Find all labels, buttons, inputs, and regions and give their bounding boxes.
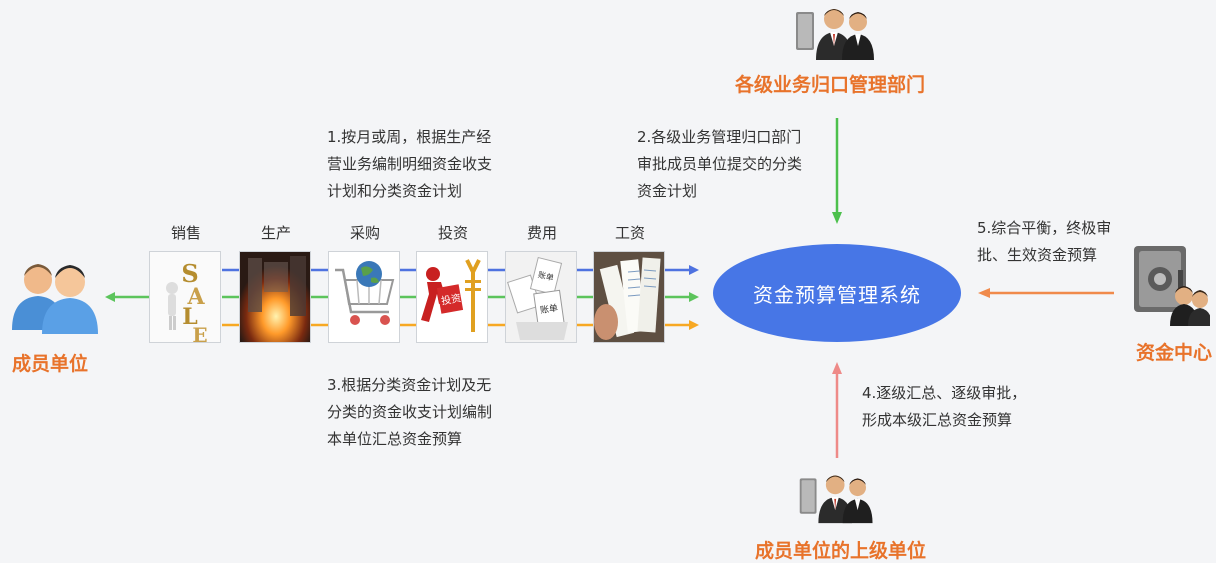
safe-with-people-icon [1134,246,1210,326]
step-2-line-1: 2.各级业务管理归口部门 [637,128,802,146]
step-1-line-3: 计划和分类资金计划 [327,182,463,200]
node-superior-label: 成员单位的上级单位 [755,540,927,562]
purchase-thumbnail [328,251,400,343]
node-fund-center-label: 资金中心 [1136,342,1213,364]
step-4-line-1: 4.逐级汇总、逐级审批， [862,384,1027,402]
node-dept-label: 各级业务归口管理部门 [735,74,926,96]
salary-thumbnail [593,251,665,343]
expense-thumbnail: 账单 账单 [505,251,577,343]
step-5-text: 5.综合平衡，终极审 批、生效资金预算 [977,215,1111,269]
step-4-text: 4.逐级汇总、逐级审批， 形成本级汇总资金预算 [862,380,1026,434]
investment-thumbnail: 投资 [416,251,488,343]
step-1-line-2: 营业务编制明细资金收支 [327,155,493,173]
investment-thumbnail-text: 投资 [440,291,462,307]
step-2-line-3: 资金计划 [637,182,698,200]
businessmen-icon-bottom [799,475,873,524]
category-label-expense: 费用 [526,224,557,242]
category-label-sales: 销售 [170,224,201,242]
step-2-line-2: 审批成员单位提交的分类 [637,155,803,173]
step-1-text: 1.按月或周，根据生产经 营业务编制明细资金收支 计划和分类资金计划 [327,124,492,205]
step-2-text: 2.各级业务管理归口部门 审批成员单位提交的分类 资金计划 [637,124,802,205]
sale-letter-e: E [192,323,207,343]
step-3-text: 3.根据分类资金计划及无 分类的资金收支计划编制 本单位汇总资金预算 [327,372,492,453]
step-3-line-3: 本单位汇总资金预算 [327,430,463,448]
category-label-purchase: 采购 [349,224,380,242]
step-5-line-1: 5.综合平衡，终极审 [977,219,1112,237]
step-3-line-2: 分类的资金收支计划编制 [327,403,493,421]
category-label-production: 生产 [260,224,291,242]
step-1-line-1: 1.按月或周，根据生产经 [327,128,492,146]
businessmen-icon [796,9,874,60]
step-5-line-2: 批、生效资金预算 [977,246,1098,264]
sales-thumbnail: S A L E [149,251,221,343]
two-users-icon [12,264,98,334]
sale-letter-a: A [186,284,205,310]
step-3-line-1: 3.根据分类资金计划及无 [327,376,492,394]
production-thumbnail [239,251,311,343]
system-label: 资金预算管理系统 [753,282,921,307]
expense-thumbnail-text: 账单 [539,302,559,316]
category-label-investment: 投资 [437,224,468,242]
category-label-salary: 工资 [614,224,645,242]
sale-letter-l: L [182,304,197,330]
system-ellipse: 资金预算管理系统 [713,244,961,342]
step-4-line-2: 形成本级汇总资金预算 [862,411,1013,429]
node-member-label: 成员单位 [12,353,89,375]
sale-letter-s: S [181,259,198,288]
expense-thumbnail-text-2: 账单 [537,269,555,283]
